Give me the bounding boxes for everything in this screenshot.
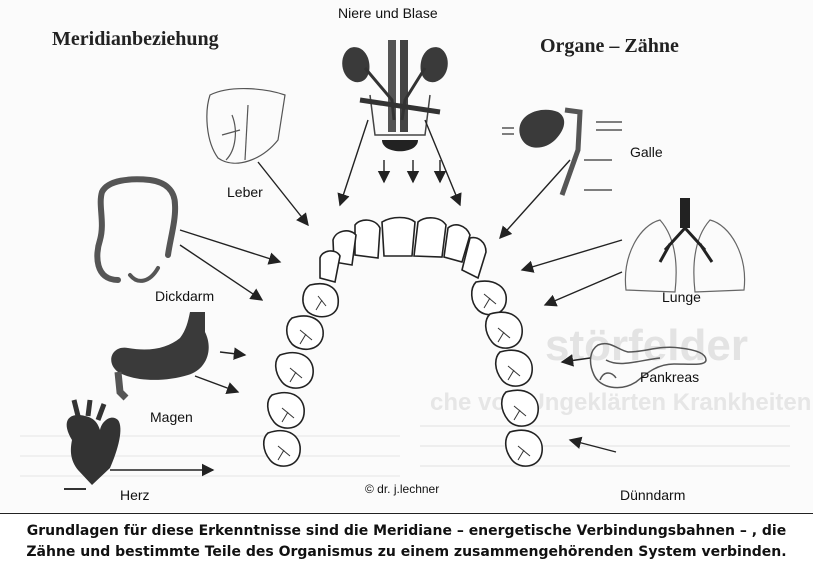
arrow [337, 119, 369, 207]
label-dickdarm: Dickdarm [155, 288, 214, 304]
arrow [179, 229, 282, 265]
meridian-arrows [110, 119, 623, 477]
svg-text:störfelder: störfelder [545, 321, 748, 370]
stomach-icon [111, 312, 209, 401]
arrow [560, 354, 591, 367]
arrow [257, 161, 309, 227]
tooth [302, 283, 339, 318]
label-herz: Herz [120, 487, 150, 503]
arrow [424, 119, 462, 207]
colon-icon [94, 176, 179, 283]
arrow [194, 375, 240, 394]
tooth [504, 429, 543, 467]
arrow [568, 436, 617, 453]
meridian-diagram: störfelder che von Ungeklärten Krankheit… [20, 5, 812, 503]
tooth [413, 217, 447, 258]
tooth [500, 389, 539, 427]
tooth [461, 236, 487, 280]
caption-line-2: Zähne und bestimmte Teile des Organismus… [26, 544, 787, 560]
tooth [443, 224, 471, 263]
tooth [381, 216, 416, 257]
tooth [494, 349, 533, 387]
tooth [266, 391, 305, 429]
caption: Grundlagen für diese Erkenntnisse sind d… [0, 513, 813, 574]
heart-icon [64, 399, 121, 490]
lungs-icon [624, 198, 746, 293]
tooth [262, 429, 301, 467]
svg-text:che von Ungeklärten Krankheite: che von Ungeklärten Krankheiten [430, 389, 811, 416]
background-watermark: störfelder che von Ungeklärten Krankheit… [20, 321, 811, 477]
arrow [499, 159, 571, 240]
copyright-text: © dr. j.lechner [365, 482, 439, 496]
title-organe-zaehne: Organe – Zähne [540, 35, 679, 57]
caption-line-1: Grundlagen für diese Erkenntnisse sind d… [26, 523, 787, 539]
label-magen: Magen [150, 409, 193, 425]
pancreas-icon [589, 342, 707, 389]
label-lunge: Lunge [662, 289, 701, 305]
liver-icon [206, 87, 286, 164]
label-galle: Galle [630, 144, 663, 160]
tooth [285, 315, 324, 351]
arrow [543, 271, 623, 307]
tooth [274, 351, 314, 389]
kidney-bladder-icon [342, 40, 448, 152]
arrow [520, 239, 623, 273]
tooth [484, 311, 523, 349]
tooth [319, 250, 341, 283]
label-pankreas: Pankreas [640, 369, 699, 385]
label-duenndarm: Dünndarm [620, 487, 685, 503]
label-niere-blase: Niere und Blase [338, 5, 438, 21]
label-leber: Leber [227, 184, 263, 200]
tooth-arch [262, 216, 543, 467]
title-meridianbeziehung: Meridianbeziehung [52, 28, 219, 50]
arrow [179, 244, 264, 301]
tooth [354, 219, 381, 259]
arrow [219, 347, 247, 360]
gallbladder-icon [502, 107, 622, 196]
